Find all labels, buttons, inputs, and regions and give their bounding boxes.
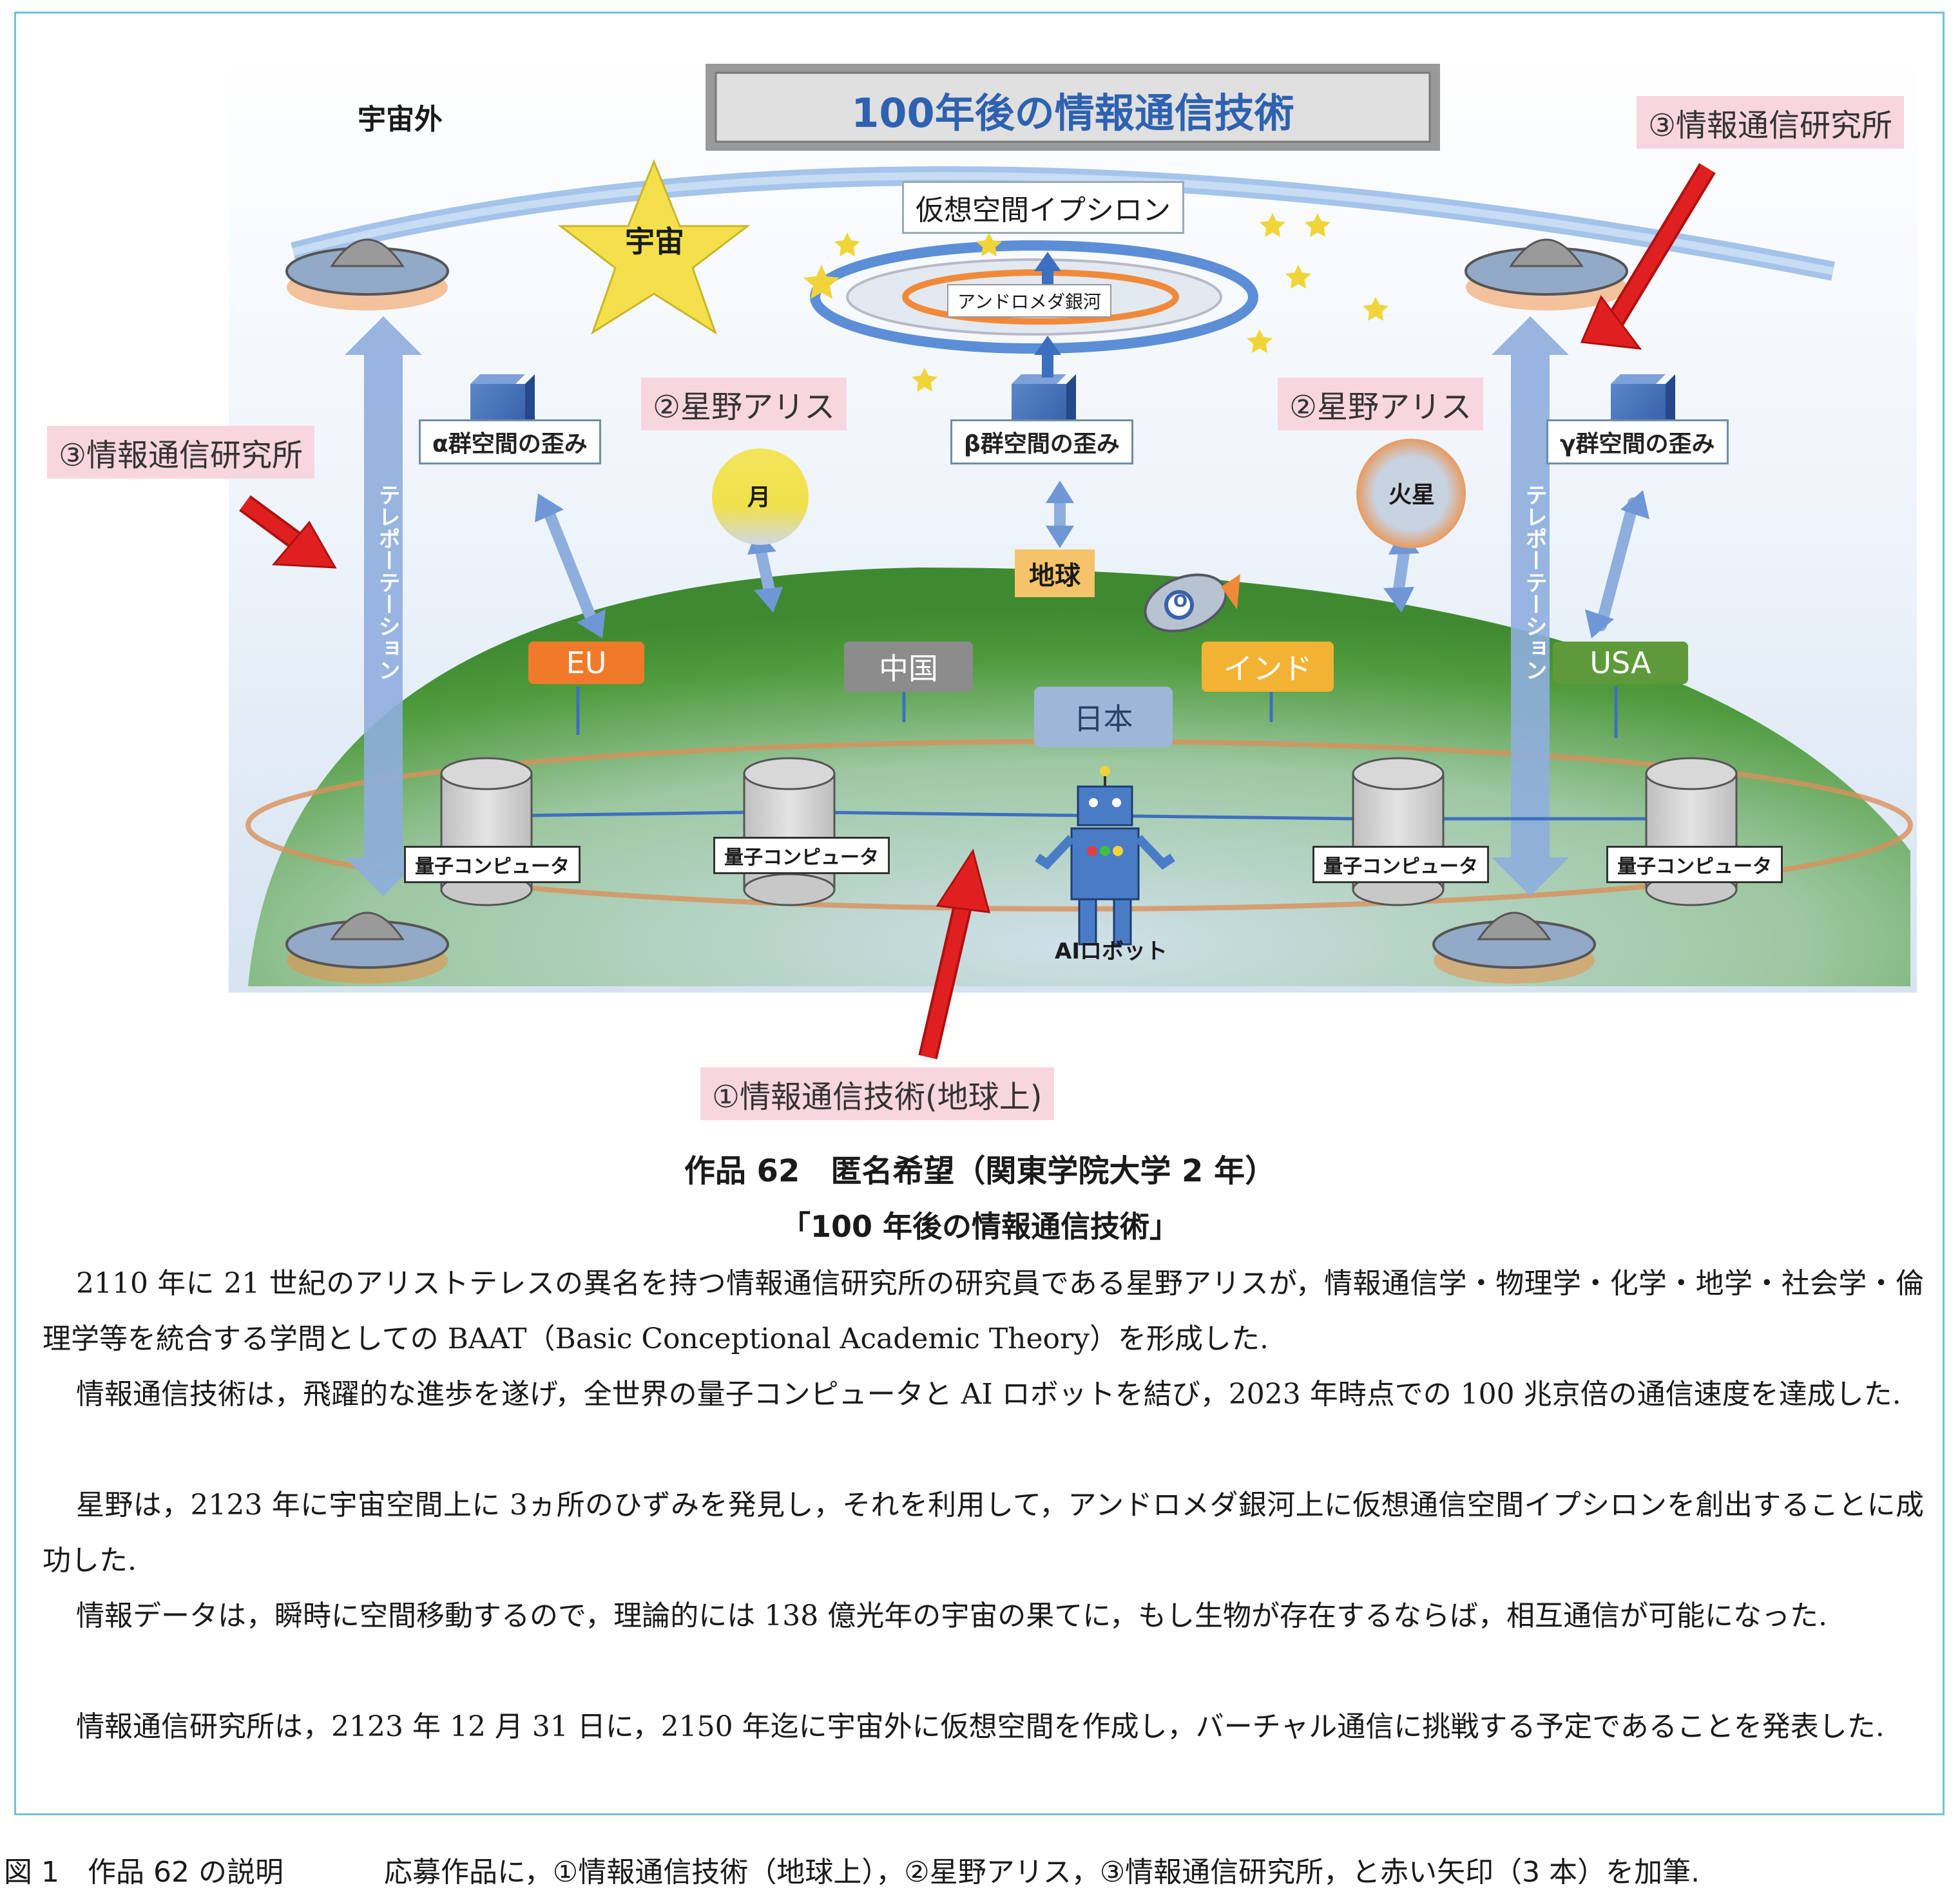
ai-robot-icon bbox=[1035, 766, 1175, 946]
quantum-computer-2-icon bbox=[743, 757, 836, 906]
region-eu: EU bbox=[528, 642, 644, 684]
annotation-institute-left: ③情報通信研究所 bbox=[47, 426, 315, 479]
paragraph-2: 情報通信技術は，飛躍的な進歩を遂げ，全世界の量子コンピュータと AI ロボットを… bbox=[76, 1378, 1901, 1411]
red-arrow-institute-top bbox=[1580, 163, 1716, 350]
annotation-hoshino-left: ②星野アリス bbox=[641, 377, 847, 430]
paragraph-4: 情報データは，瞬時に空間移動するので，理論的には 138 億光年の宇宙の果てに，… bbox=[76, 1599, 1827, 1632]
earth-label: 地球 bbox=[1015, 549, 1095, 597]
figure-frame: 宇宙外 100年後の情報通信技術 宇宙 仮想空間イプシロン アンドロメダ銀河 α… bbox=[14, 12, 1945, 1815]
galaxy-stars bbox=[803, 213, 1388, 392]
paragraph-3: 星野は，2123 年に宇宙空間上に 3ヵ所のひずみを発見し，それを利用して，アン… bbox=[43, 1489, 1924, 1577]
diagram-title: 100年後の情報通信技術 bbox=[851, 90, 1294, 137]
figure-caption-text: 応募作品に，①情報通信技術（地球上），②星野アリス，③情報通信研究所，と赤い矢印… bbox=[384, 1856, 1700, 1889]
quantum-computer-label-2: 量子コンピュータ bbox=[713, 837, 890, 874]
outer-space-label: 宇宙外 bbox=[358, 103, 443, 136]
moon-label: 月 bbox=[747, 484, 771, 511]
rocket-label: O bbox=[1173, 592, 1188, 611]
gamma-distortion-label: γ群空間の歪み bbox=[1546, 419, 1729, 464]
space-star bbox=[557, 158, 751, 335]
ufo-bottom-left-icon bbox=[285, 912, 449, 984]
ufo-bottom-right-icon bbox=[1432, 912, 1596, 984]
teleport-label-left: テレポーテーション bbox=[374, 484, 400, 681]
ufo-top-left-icon bbox=[285, 238, 449, 310]
quantum-computer-label-4: 量子コンピュータ bbox=[1606, 846, 1783, 883]
mars-label: 火星 bbox=[1388, 482, 1436, 508]
quantum-computer-label-1: 量子コンピュータ bbox=[404, 846, 581, 883]
work-caption-subtitle: 「100 年後の情報通信技術」 bbox=[780, 1209, 1180, 1244]
teleport-arrow-right bbox=[1492, 316, 1569, 896]
annotation-tech: ①情報通信技術(地球上) bbox=[700, 1067, 1054, 1120]
work-caption-title: 作品 62 匿名希望（関東学院大学 2 年） bbox=[684, 1153, 1276, 1189]
teleport-arrow-left bbox=[345, 316, 422, 896]
moon-icon bbox=[712, 448, 809, 545]
paragraph-1: 2110 年に 21 世紀のアリストテレスの異名を持つ情報通信研究所の研究員であ… bbox=[43, 1267, 1924, 1355]
space-star-label: 宇宙 bbox=[625, 224, 684, 259]
red-arrow-tech bbox=[918, 848, 991, 1060]
quantum-computer-label-3: 量子コンピュータ bbox=[1312, 846, 1489, 883]
illustration bbox=[229, 52, 1917, 1060]
region-india: インド bbox=[1202, 642, 1334, 692]
annotation-hoshino-right: ②星野アリス bbox=[1278, 377, 1484, 430]
rocket-icon bbox=[1144, 573, 1240, 633]
red-arrow-institute-left bbox=[239, 495, 337, 569]
alpha-distortion-label: α群空間の歪み bbox=[419, 419, 601, 464]
andromeda-label: アンドロメダ銀河 bbox=[947, 284, 1111, 318]
paragraph-5: 情報通信研究所は，2123 年 12 月 31 日に，2150 年迄に宇宙外に仮… bbox=[76, 1710, 1885, 1743]
region-china: 中国 bbox=[844, 642, 973, 692]
epsilon-label: 仮想空間イプシロン bbox=[902, 181, 1184, 234]
mars-icon bbox=[1356, 439, 1466, 548]
annotation-institute-top: ③情報通信研究所 bbox=[1637, 96, 1905, 149]
teleport-label-right: テレポーテーション bbox=[1521, 484, 1547, 681]
beta-distortion-label: β群空間の歪み bbox=[950, 419, 1133, 464]
ufo-top-right-icon bbox=[1465, 238, 1628, 310]
figure-caption: 図 1 作品 62 の説明 応募作品に，①情報通信技術（地球上），②星野アリス，③… bbox=[0, 1849, 1960, 1890]
region-usa: USA bbox=[1553, 642, 1688, 684]
region-japan: 日本 bbox=[1034, 687, 1173, 747]
ai-robot-label: AIロボット bbox=[1055, 939, 1167, 964]
figure-caption-label: 図 1 作品 62 の説明 bbox=[4, 1856, 283, 1889]
